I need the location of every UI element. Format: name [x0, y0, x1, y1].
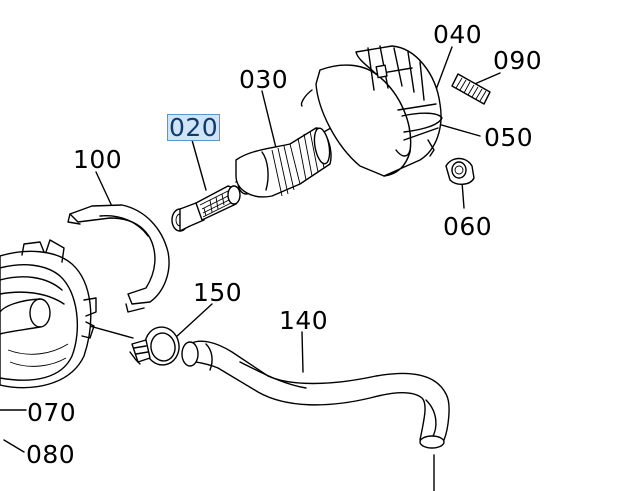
- air-cleaner-body[interactable]: [0, 239, 97, 389]
- part-label-100[interactable]: 100: [73, 145, 123, 174]
- part-label-150[interactable]: 150: [193, 278, 243, 307]
- part-label-020[interactable]: 020: [166, 113, 221, 142]
- part-label-050[interactable]: 050: [484, 123, 534, 152]
- clamp-band[interactable]: [67, 204, 170, 313]
- part-label-090[interactable]: 090: [493, 46, 543, 75]
- part-label-060[interactable]: 060: [443, 212, 493, 241]
- decal-label[interactable]: [451, 73, 491, 105]
- part-label-080[interactable]: 080: [26, 440, 76, 469]
- part-label-140[interactable]: 140: [279, 306, 329, 335]
- filter-cartridge[interactable]: [235, 127, 332, 198]
- intake-hose[interactable]: [181, 340, 450, 449]
- part-label-070[interactable]: 070: [27, 398, 77, 427]
- part-label-030[interactable]: 030: [239, 65, 289, 94]
- hose-clamp[interactable]: [129, 324, 182, 367]
- cover-cap[interactable]: [300, 45, 443, 177]
- evacuator-valve[interactable]: [445, 157, 475, 185]
- part-label-040[interactable]: 040: [433, 20, 483, 49]
- strainer-part[interactable]: [171, 185, 241, 232]
